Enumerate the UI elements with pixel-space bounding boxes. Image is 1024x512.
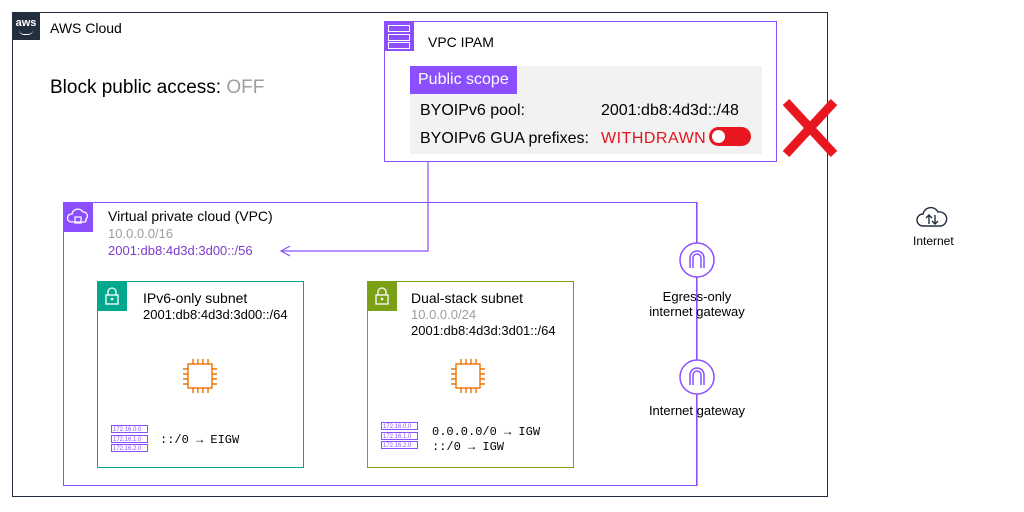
byoipv6-pool-value: 2001:db8:4d3d::/48 (601, 102, 739, 119)
aws-logo-text: aws (15, 17, 37, 29)
block-public-access-value: OFF (226, 77, 265, 98)
vpc-box (63, 202, 697, 486)
egress-only-gateway-icon (678, 241, 716, 284)
aws-logo-icon: aws (12, 12, 40, 40)
vpc-cloud-icon (63, 202, 93, 232)
dual-stack-subnet-ipv6-cidr: 2001:db8:4d3d:3d01::/64 (411, 323, 556, 338)
subnet-lock-icon (97, 281, 127, 311)
public-scope-label: Public scope (410, 66, 517, 94)
aws-cloud-frame (12, 12, 828, 497)
vpc-ipv6-cidr: 2001:db8:4d3d:3d00::/56 (108, 243, 253, 258)
vpc-title: Virtual private cloud (VPC) (108, 208, 273, 224)
byoipv6-gua-prefixes-label: BYOIPv6 GUA prefixes: (420, 130, 589, 147)
gua-prefixes-status: WITHDRAWN (601, 130, 707, 147)
red-x-icon (782, 98, 838, 158)
internet-label: Internet (913, 234, 954, 248)
subnet-lock-icon (367, 281, 397, 311)
route-entry: 0.0.0.0/0 → IGW (432, 425, 541, 439)
internet-cloud-icon (914, 204, 950, 235)
ipv6-only-subnet-title: IPv6-only subnet (143, 290, 248, 306)
vpc-ipam-box (384, 21, 777, 162)
vpc-ipv4-cidr: 10.0.0.0/16 (108, 226, 174, 241)
ipv6-only-subnet (97, 281, 304, 468)
ipam-icon (384, 21, 414, 51)
route-entry: ::/0 → IGW (432, 440, 505, 454)
block-public-access-label: Block public access: (50, 77, 227, 98)
ipv6-only-subnet-ipv6-cidr: 2001:db8:4d3d:3d00::/64 (143, 307, 288, 322)
aws-cloud-title: AWS Cloud (50, 20, 122, 36)
egress-only-gateway-label: Egress-only internet gateway (649, 289, 745, 319)
dual-stack-subnet-title: Dual-stack subnet (411, 290, 524, 306)
dual-stack-subnet-ipv4-cidr: 10.0.0.0/24 (411, 307, 477, 322)
byoipv6-pool-label: BYOIPv6 pool: (420, 102, 525, 119)
internet-gateway-label: Internet gateway (648, 403, 746, 418)
ipam-title: VPC IPAM (428, 34, 494, 50)
ec2-instance-icon (448, 356, 488, 401)
route-entry: ::/0 → EIGW (160, 433, 240, 447)
internet-gateway-icon (678, 358, 716, 401)
advertise-toggle[interactable] (709, 127, 751, 146)
dual-stack-subnet (367, 281, 574, 468)
block-public-access-status: Block public access: OFF (50, 77, 264, 99)
ec2-instance-icon (180, 356, 220, 401)
